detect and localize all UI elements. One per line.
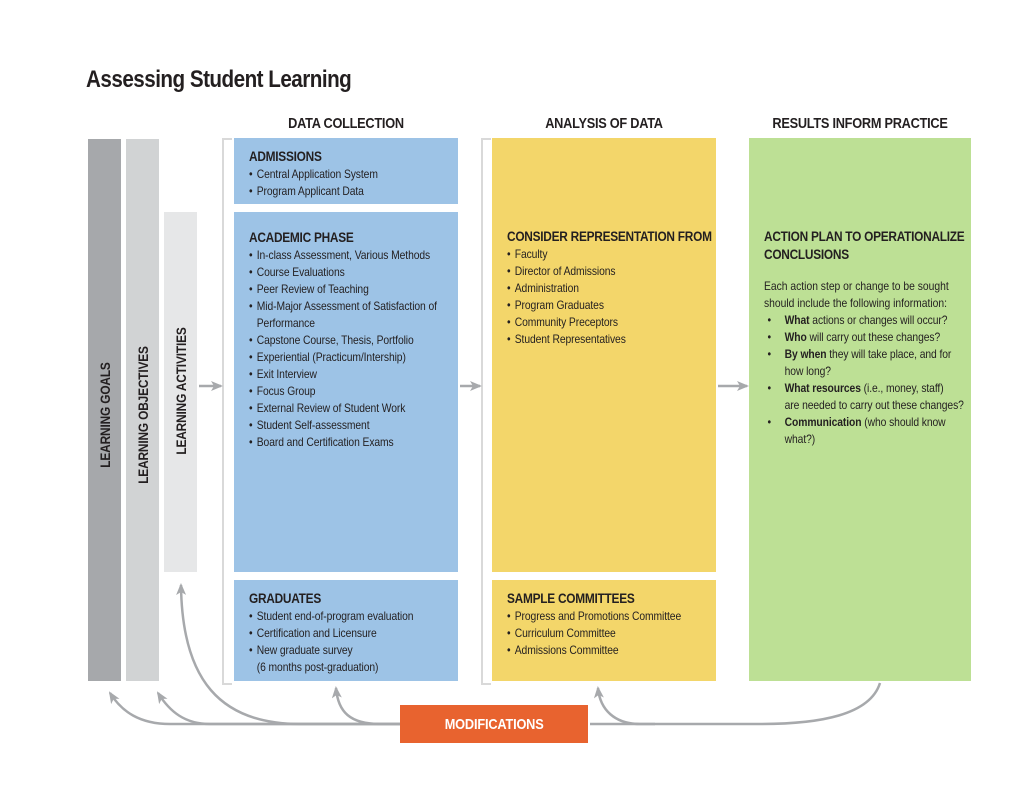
admissions-box: ADMISSIONS Central Application System Pr…: [234, 138, 458, 204]
committees-heading: SAMPLE COMMITTEES: [507, 591, 635, 606]
arrow-to-graduates: [331, 686, 400, 726]
modifications-box: MODIFICATIONS: [400, 705, 588, 743]
list-item: Exit Interview: [249, 366, 416, 383]
analysis-bracket: [481, 138, 491, 685]
list-item: Administration: [507, 280, 674, 297]
list-item: Central Application System: [249, 166, 416, 183]
list-item-continuation: Performance: [249, 315, 416, 332]
list-item: Course Evaluations: [249, 264, 416, 281]
action-plan-item-keyword: What resources: [784, 381, 861, 395]
action-plan-item-text: (i.e., money, staff): [860, 381, 944, 395]
action-plan-box: ACTION PLAN TO OPERATIONALIZE CONCLUSION…: [749, 138, 971, 681]
action-plan-item-continuation: how long?: [784, 364, 831, 378]
action-plan-item-keyword: What: [784, 313, 810, 327]
list-item: Student end-of-program evaluation: [249, 608, 416, 625]
action-plan-item-keyword: Who: [784, 330, 807, 344]
list-item: Director of Admissions: [507, 263, 674, 280]
list-item: Faculty: [507, 246, 674, 263]
continuation-text: Performance: [256, 316, 315, 330]
action-plan-item-continuation: are needed to carry out these changes?: [784, 398, 964, 412]
action-plan-list: What actions or changes will occur?Who w…: [764, 312, 964, 448]
action-plan-item-keyword: Communication: [784, 415, 862, 429]
arrow-to-goals: [108, 691, 400, 726]
action-plan-item-text: actions or changes will occur?: [809, 313, 948, 327]
list-item: Student Representatives: [507, 331, 674, 348]
action-plan-item: What actions or changes will occur?: [764, 312, 947, 329]
list-item: In-class Assessment, Various Methods: [249, 247, 430, 264]
data-collection-bracket: [222, 138, 232, 685]
action-plan-item: What resources (i.e., money, staff) are n…: [764, 380, 964, 414]
learning-activities-bar: LEARNING ACTIVITIES: [164, 212, 197, 572]
list-item: External Review of Student Work: [249, 400, 416, 417]
list-item: Curriculum Committee: [507, 625, 674, 642]
action-plan-item: Communication (who should know what?): [764, 414, 945, 448]
list-item: Certification and Licensure: [249, 625, 416, 642]
action-plan-intro: Each action step or change to be sought …: [764, 278, 949, 312]
action-plan-item-text: they will take place, and for: [826, 347, 952, 361]
learning-objectives-bar: LEARNING OBJECTIVES: [126, 139, 159, 681]
list-item: New graduate survey: [249, 642, 416, 659]
action-plan-item-keyword: By when: [784, 347, 827, 361]
arrow-to-activities: [176, 583, 400, 726]
list-item: Program Graduates: [507, 297, 674, 314]
modifications-label: MODIFICATIONS: [444, 715, 544, 733]
list-item: Capstone Course, Thesis, Portfolio: [249, 332, 416, 349]
action-plan-item: Who will carry out these changes?: [764, 329, 940, 346]
list-item: Focus Group: [249, 383, 416, 400]
column-header-results: RESULTS INFORM PRACTICE: [772, 115, 948, 132]
representation-heading: CONSIDER REPRESENTATION FROM: [507, 229, 712, 244]
column-header-data-collection: DATA COLLECTION: [288, 115, 404, 132]
list-item-continuation: (6 months post-graduation): [249, 659, 416, 676]
learning-goals-bar: LEARNING GOALS: [88, 139, 121, 681]
academic-phase-heading: ACADEMIC PHASE: [249, 230, 354, 245]
list-item: Student Self-assessment: [249, 417, 416, 434]
admissions-heading: ADMISSIONS: [249, 149, 322, 164]
list-item: Mid-Major Assessment of Satisfaction of: [249, 298, 437, 315]
representation-box: CONSIDER REPRESENTATION FROM Faculty Dir…: [492, 138, 716, 572]
column-header-analysis: ANALYSIS OF DATA: [545, 115, 663, 132]
page-title: Assessing Student Learning: [86, 66, 352, 93]
arrow-to-committees: [593, 686, 655, 726]
graduates-heading: GRADUATES: [249, 591, 321, 606]
list-item: Progress and Promotions Committee: [507, 608, 681, 625]
feedback-line-from-results: [590, 682, 882, 726]
list-item: Community Preceptors: [507, 314, 674, 331]
action-plan-item-text: (who should know: [861, 415, 946, 429]
list-item: Experiential (Practicum/Intership): [249, 349, 416, 366]
action-plan-item-text: will carry out these changes?: [806, 330, 941, 344]
list-item: Peer Review of Teaching: [249, 281, 416, 298]
list-item: Admissions Committee: [507, 642, 674, 659]
action-plan-heading: ACTION PLAN TO OPERATIONALIZE CONCLUSION…: [764, 228, 965, 264]
intro-line1: Each action step or change to be sought: [764, 279, 949, 293]
list-item: Board and Certification Exams: [249, 434, 416, 451]
action-plan-item-continuation: what?): [784, 432, 816, 446]
continuation-text: (6 months post-graduation): [256, 660, 379, 674]
academic-phase-box: ACADEMIC PHASE In-class Assessment, Vari…: [234, 212, 458, 572]
arrow-to-objectives: [156, 691, 400, 726]
action-plan-heading-line1: ACTION PLAN TO OPERATIONALIZE: [764, 229, 965, 244]
list-item: Program Applicant Data: [249, 183, 416, 200]
action-plan-item: By when they will take place, and for how…: [764, 346, 951, 380]
committees-box: SAMPLE COMMITTEES Progress and Promotion…: [492, 580, 716, 681]
graduates-box: GRADUATES Student end-of-program evaluat…: [234, 580, 458, 681]
intro-line2: should include the following information…: [764, 296, 948, 310]
action-plan-heading-line2: CONCLUSIONS: [764, 247, 849, 262]
